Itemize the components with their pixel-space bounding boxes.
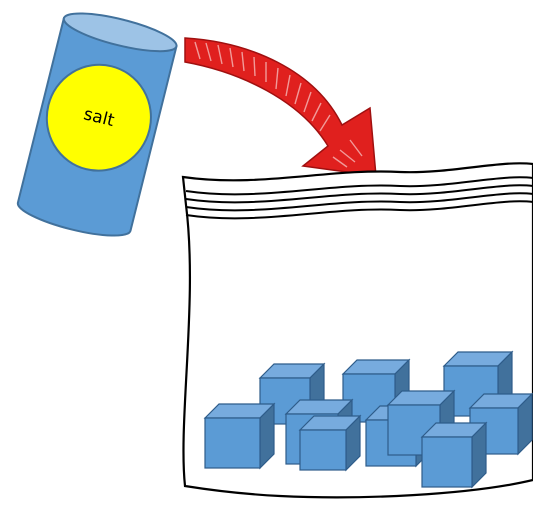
bag-zip-line-4 [185, 200, 533, 220]
ice-cube [468, 392, 533, 456]
salt-can-top [62, 12, 178, 53]
ice-cube [298, 414, 362, 472]
bag-zip-line-1 [185, 176, 533, 196]
bag-zip-line-3 [185, 192, 533, 212]
salt-label-circle [45, 63, 152, 172]
ice-cube-front [204, 417, 261, 469]
ice-cubes [203, 350, 533, 489]
ice-cube [203, 402, 276, 470]
bag-zip-line-2 [185, 184, 533, 204]
ice-cube-front [299, 429, 347, 471]
arrow-texture [194, 41, 363, 168]
curved-arrow-icon [184, 37, 377, 177]
ice-cube [420, 421, 488, 489]
salt-can-icon: salt [16, 12, 178, 237]
ice-cube-front [421, 436, 473, 488]
